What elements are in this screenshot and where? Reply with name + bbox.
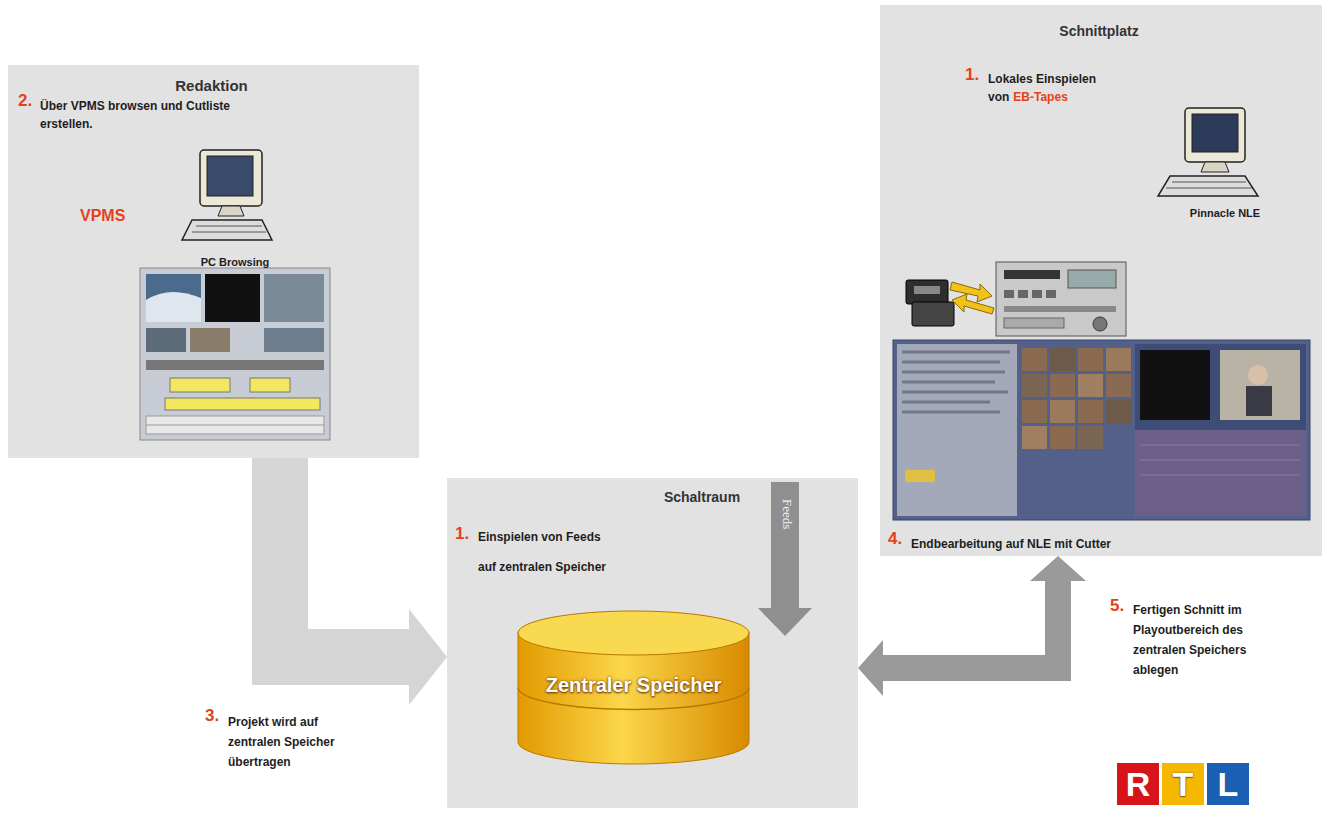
software-screenshot [893, 340, 1310, 520]
flow-arrow [280, 458, 447, 705]
step-number-holder: 4. [888, 529, 902, 549]
edge-label-holder: Projekt wird auf zentralen Speicher über… [228, 712, 358, 772]
step-number: 1. [455, 524, 469, 543]
step-number-holder: 2. [18, 91, 32, 111]
step-number-holder: 1. [965, 65, 979, 85]
flow-arrow [858, 556, 1086, 696]
panel-heading-holder: Schaltraum [637, 488, 767, 506]
media-name: EB-Tapes [1013, 90, 1067, 104]
step-text-holder: Lokales Einspielen vonEB-Tapes [988, 69, 1123, 105]
logo-letter-holder: T [1162, 763, 1204, 805]
logo [1117, 763, 1249, 805]
step-text-holder: Über VPMS browsen und Cutliste erstellen… [40, 96, 275, 132]
step-number: 2. [18, 91, 32, 110]
step-text: Endbearbeitung auf NLE mit Cutter [911, 537, 1111, 551]
step-number-holder: 5. [1110, 596, 1124, 616]
step-text: Über VPMS browsen und Cutliste erstellen… [40, 99, 230, 131]
device-caption: PC Browsing [201, 256, 269, 268]
step-number-holder: 3. [205, 706, 219, 726]
system-name-holder: VPMS [80, 207, 125, 225]
panel-heading-holder: Schnittplatz [880, 22, 1318, 40]
storage-name: Zentraler Speicher [546, 674, 722, 696]
panel-heading: Redaktion [175, 77, 248, 94]
edge-label-holder: Fertigen Schnitt im Playoutbereich des z… [1133, 600, 1253, 680]
arrow-head [409, 609, 447, 705]
edge-label: Projekt wird auf zentralen Speicher über… [228, 715, 335, 769]
device-caption-holder: PC Browsing [180, 252, 290, 270]
device-caption: Pinnacle NLE [1190, 207, 1260, 219]
arrow-head [1030, 556, 1086, 581]
logo-letter: T [1173, 765, 1194, 803]
step-text-holder: Endbearbeitung auf NLE mit Cutter [911, 534, 1111, 552]
storage-cylinder: Zentraler Speicher [517, 610, 750, 765]
logo-letter-holder: R [1117, 763, 1159, 805]
arrow-shaft [280, 458, 410, 657]
step-text-holder: Einspielen von Feeds auf zentralen Speic… [478, 522, 618, 582]
step-number: 5. [1110, 596, 1124, 615]
arrow-shaft [882, 580, 1058, 668]
logo-letter: L [1218, 765, 1239, 803]
panel-heading: Schaltraum [664, 489, 740, 505]
logo-letter: R [1126, 765, 1151, 803]
system-name: VPMS [80, 207, 125, 224]
edge-label: Fertigen Schnitt im Playoutbereich des z… [1133, 603, 1246, 677]
panel-heading: Schnittplatz [1059, 23, 1138, 39]
step-text: Einspielen von Feeds auf zentralen Speic… [478, 530, 606, 574]
signal-name: Feeds [780, 499, 795, 529]
arrow-head [858, 640, 883, 696]
storage-name-holder: Zentraler Speicher [517, 674, 750, 697]
signal-name-holder: Feeds [779, 499, 797, 529]
step-number: 4. [888, 529, 902, 548]
panel-heading-holder: Redaktion [8, 77, 415, 95]
logo-letter-holder: L [1207, 763, 1249, 805]
device-caption-holder: Pinnacle NLE [1170, 203, 1280, 221]
step-number: 3. [205, 706, 219, 725]
step-number-holder: 1. [455, 524, 469, 544]
step-number: 1. [965, 65, 979, 84]
software-screenshot [140, 268, 330, 440]
